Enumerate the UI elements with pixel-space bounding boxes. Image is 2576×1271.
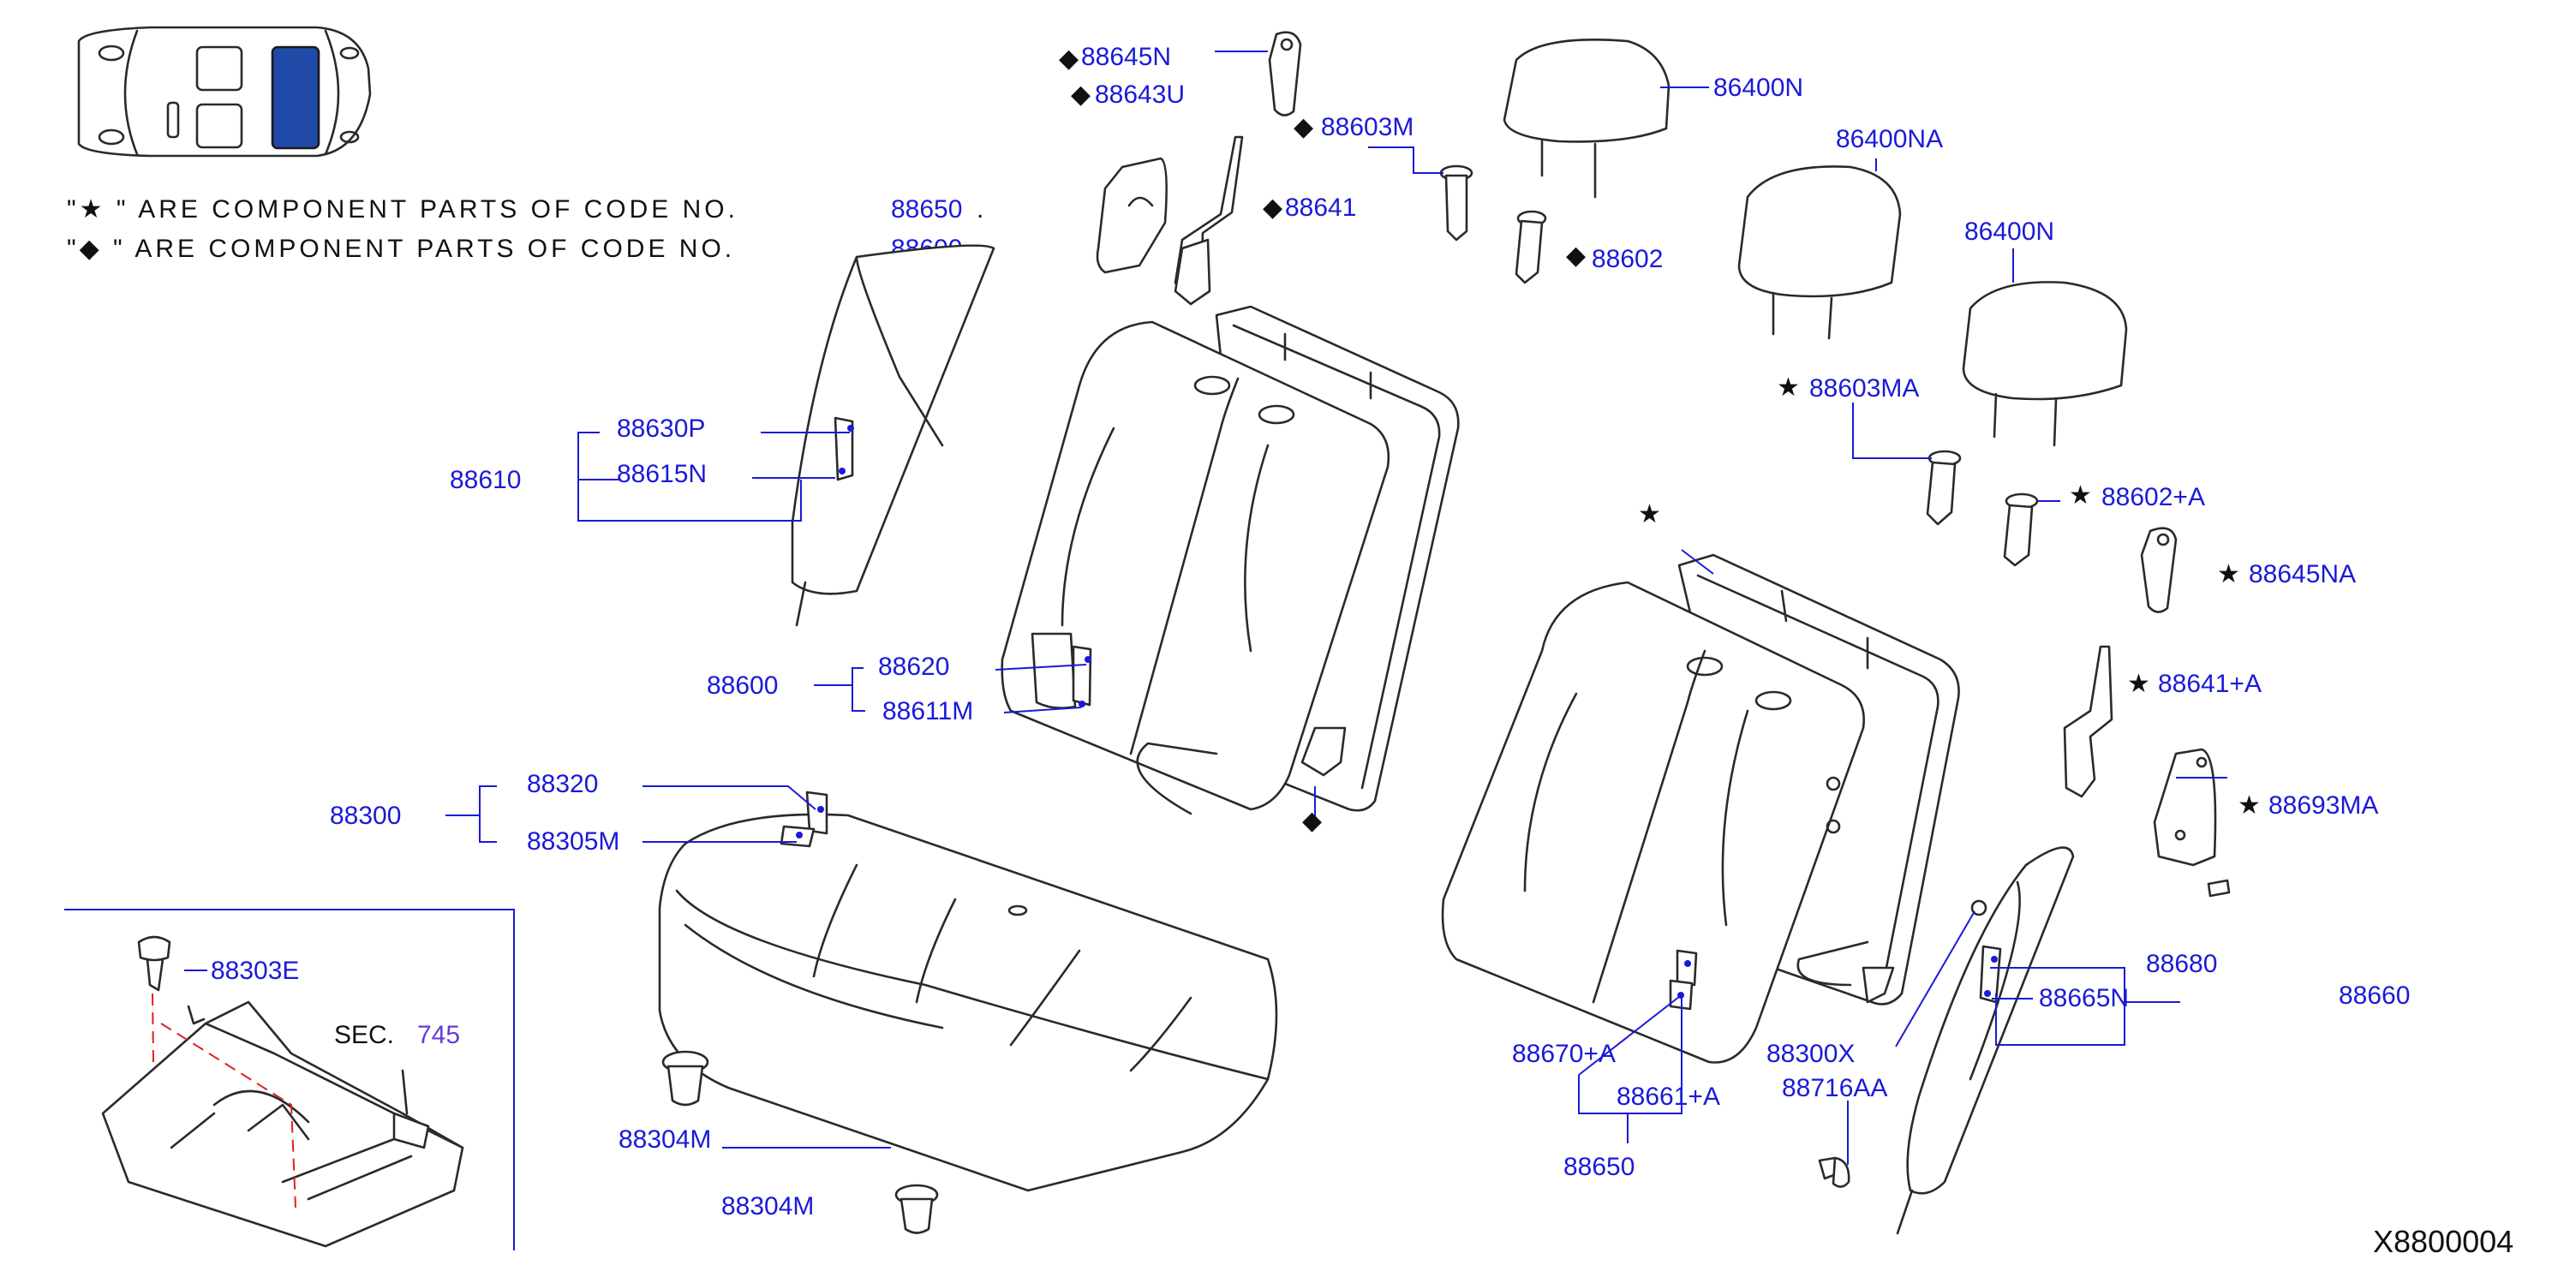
legend-notes: "★ " ARE COMPONENT PARTS OF CODE NO. 886… (67, 195, 987, 263)
part-labels: 88645N 88643U 88603M 88641 88602 86400N … (211, 43, 2410, 1220)
star-symbol: ★ (2069, 481, 2092, 510)
label-88603MA: 88603MA (1809, 374, 1919, 403)
star-note-suffix: . (977, 195, 987, 224)
label-88300: 88300 (330, 802, 401, 830)
label-88304M-a: 88304M (619, 1125, 711, 1154)
label-88602: 88602 (1592, 245, 1663, 273)
star-symbol: ★ (2217, 560, 2240, 588)
floor-inset (64, 909, 515, 1250)
diagram-code: X8800004 (2373, 1224, 2513, 1259)
label-88641: 88641 (1285, 194, 1356, 222)
star-note-text: "★ " ARE COMPONENT PARTS OF CODE NO. (67, 195, 738, 224)
label-88610: 88610 (450, 466, 521, 494)
label-88300X: 88300X (1766, 1040, 1855, 1068)
diamond-symbol: ◆ (1302, 807, 1322, 835)
label-88641A: 88641+A (2158, 670, 2262, 698)
star-note-code: 88650 (891, 195, 962, 224)
label-88305M: 88305M (527, 827, 619, 856)
diamond-symbol: ◆ (1263, 194, 1282, 222)
label-88600: 88600 (707, 671, 778, 700)
headrest-86400N-top (1503, 39, 1671, 199)
label-88643U: 88643U (1095, 81, 1185, 109)
label-88693MA: 88693MA (2268, 791, 2378, 820)
diamond-symbol: ◆ (1566, 242, 1586, 270)
label-88602A: 88602+A (2101, 483, 2205, 511)
side-panel-88610 (791, 244, 995, 627)
star-symbol: ★ (2127, 670, 2150, 698)
diamond-symbol: ◆ (1294, 113, 1313, 141)
label-88716AA: 88716AA (1782, 1074, 1887, 1102)
seatback-88600 (1001, 305, 1460, 815)
seat-cushion-88300 (658, 791, 1278, 1192)
label-88303E: 88303E (211, 957, 299, 985)
star-symbol: ★ (1638, 500, 1661, 528)
diamond-symbol: ◆ (1059, 45, 1079, 73)
label-88665N: 88665N (2039, 984, 2129, 1012)
highlighted-rear-seat (271, 45, 320, 150)
marker-symbols: ◆ ◆ ◆ ◆ ◆ ◆ ★ ★ ★ ★ ★ ★ (1059, 45, 2261, 835)
clip-88716AA (1818, 1156, 1850, 1188)
seatback-88650 (1441, 553, 1987, 1064)
label-88645N: 88645N (1081, 43, 1171, 71)
leader-lines (184, 51, 2227, 1165)
label-88645NA: 88645NA (2249, 560, 2356, 588)
label-88661A: 88661+A (1617, 1083, 1720, 1111)
label-88670A: 88670+A (1512, 1040, 1616, 1068)
label-88304M-b: 88304M (721, 1192, 814, 1220)
label-88615N: 88615N (617, 460, 707, 488)
label-88650: 88650 (1563, 1153, 1635, 1181)
star-symbol: ★ (2238, 791, 2261, 820)
label-88660: 88660 (2339, 982, 2410, 1010)
grommets-88304M (661, 1050, 939, 1234)
label-88611M: 88611M (882, 697, 973, 725)
diamond-note-text: "◆ " ARE COMPONENT PARTS OF CODE NO. (67, 235, 735, 263)
label-88620: 88620 (878, 653, 949, 681)
label-88603M: 88603M (1321, 113, 1414, 141)
headrest-86400N-right (1962, 281, 2128, 447)
label-86400N-top: 86400N (1713, 74, 1803, 102)
upper-latch-parts (1096, 31, 1547, 306)
label-88680: 88680 (2146, 950, 2217, 978)
label-sec-745: 745 (417, 1021, 460, 1049)
diamond-symbol: ◆ (1071, 81, 1091, 109)
label-sec: SEC. (334, 1021, 394, 1049)
headrest-86400NA (1737, 165, 1902, 340)
label-86400N-right: 86400N (1964, 218, 2054, 246)
label-88320: 88320 (527, 770, 598, 798)
label-88630P: 88630P (617, 415, 705, 443)
label-86400NA: 86400NA (1836, 125, 1943, 153)
car-locator-thumbnail (77, 26, 372, 158)
star-symbol: ★ (1777, 373, 1800, 402)
